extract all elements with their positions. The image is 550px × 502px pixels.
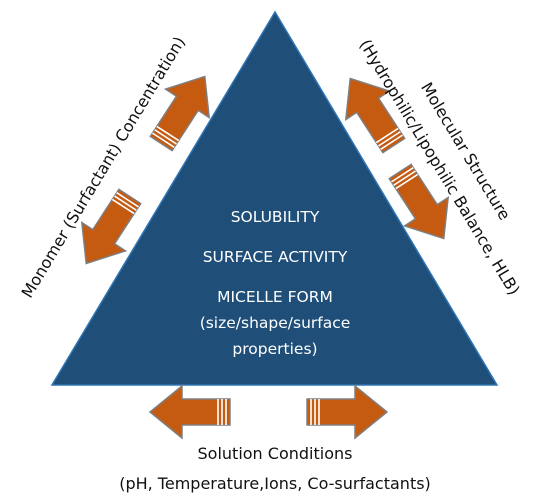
arrow-bottom-left <box>149 385 231 439</box>
inner-line-surface-activity: SURFACE ACTIVITY <box>203 248 348 266</box>
inner-line-solubility: SOLUBILITY <box>231 208 320 226</box>
inner-line-properties: properties) <box>232 340 317 358</box>
arrow-bottom-right <box>306 385 388 439</box>
factor-bottom-label-1: Solution Conditions <box>198 444 353 463</box>
central-triangle <box>50 10 499 386</box>
factor-bottom-label-2: (pH, Temperature,Ions, Co-surfactants) <box>119 474 431 493</box>
inner-line-size-shape: (size/shape/surface <box>200 314 351 332</box>
inner-line-micelle-form: MICELLE FORM <box>217 288 333 306</box>
